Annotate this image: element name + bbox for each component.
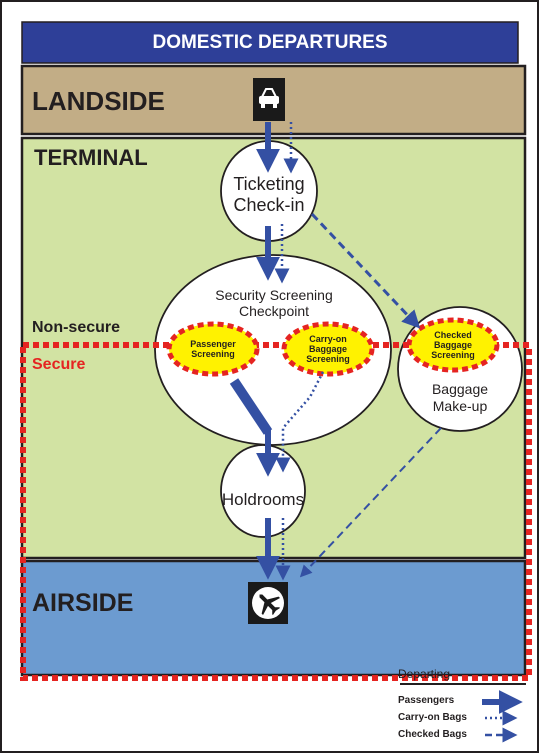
flow-passenger-screening-exit bbox=[229, 378, 273, 435]
flow-checked-ticketing-screening bbox=[310, 212, 421, 329]
landside-label: LANDSIDE bbox=[32, 86, 165, 116]
ticketing-line-1: Ticketing bbox=[233, 174, 305, 194]
title-bar bbox=[21, 21, 519, 64]
holdrooms-label: Holdrooms bbox=[221, 490, 305, 509]
terminal-label: TERMINAL bbox=[34, 145, 148, 170]
checked-screening-line-1: Checked bbox=[434, 330, 472, 340]
flow-checked-makeup-airside bbox=[299, 427, 442, 578]
car-icon bbox=[253, 78, 285, 121]
carryon-screening-node bbox=[281, 321, 375, 377]
passenger-screening-label: Passenger Screening bbox=[178, 339, 248, 359]
legend-title: Departing bbox=[398, 667, 451, 681]
checked-screening-label: Checked Baggage Screening bbox=[418, 330, 488, 360]
baggage-makeup-line-2: Make-up bbox=[432, 398, 488, 414]
security-line-2: Checkpoint bbox=[238, 303, 310, 319]
non-secure-label: Non-secure bbox=[32, 319, 121, 336]
carryon-screening-line-1: Carry-on bbox=[309, 334, 347, 344]
legend bbox=[400, 683, 526, 743]
carryon-screening-line-2: Baggage bbox=[308, 344, 347, 354]
ticketing-label: Ticketing Check-in bbox=[219, 174, 319, 216]
passenger-screening-line-2: Screening bbox=[191, 349, 235, 359]
legend-checked-label: Checked Bags bbox=[398, 729, 467, 740]
baggage-makeup-line-1: Baggage bbox=[431, 381, 489, 397]
secure-boundary bbox=[20, 342, 532, 681]
carryon-screening-label: Carry-on Baggage Screening bbox=[293, 334, 363, 364]
diagram-title: DOMESTIC DEPARTURES bbox=[152, 32, 388, 53]
security-label: Security Screening Checkpoint bbox=[190, 287, 358, 319]
passenger-screening-node bbox=[166, 321, 260, 377]
security-checkpoint-node bbox=[154, 254, 392, 446]
secure-label: Secure bbox=[32, 356, 86, 373]
ticketing-line-2: Check-in bbox=[233, 195, 305, 215]
passenger-screening-line-1: Passenger bbox=[190, 339, 236, 349]
carryon-screening-line-3: Screening bbox=[306, 354, 350, 364]
airside-label: AIRSIDE bbox=[32, 589, 134, 617]
legend-carryon-label: Carry-on Bags bbox=[398, 712, 467, 723]
checked-screening-line-3: Screening bbox=[431, 350, 475, 360]
checked-screening-line-2: Baggage bbox=[433, 340, 472, 350]
checked-screening-node bbox=[406, 317, 500, 373]
legend-passengers-label: Passengers bbox=[398, 695, 455, 706]
security-line-1: Security Screening bbox=[215, 287, 333, 303]
baggage-makeup-label: Baggage Make-up bbox=[420, 381, 500, 415]
airplane-icon bbox=[248, 582, 288, 624]
